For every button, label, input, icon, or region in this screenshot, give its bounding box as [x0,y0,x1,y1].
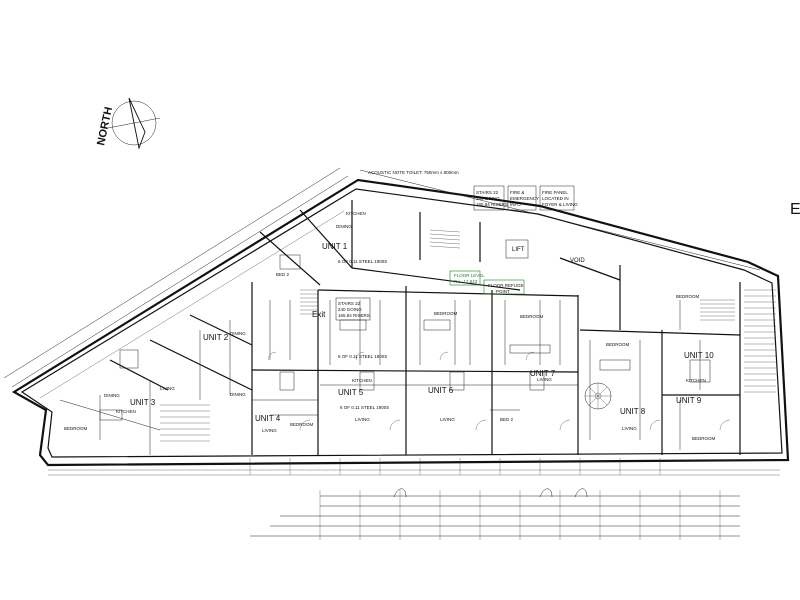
unit6-label: UNIT 6 [428,386,454,395]
bedroom-label-5: BEDROOM [606,342,630,347]
living-label-3: LIVING [355,417,370,422]
lift-label: LIFT [512,247,525,253]
bedroom-label-6: BEDROOM [676,294,700,299]
unit3-label: UNIT 3 [130,398,156,407]
dimension-lines [250,488,740,540]
steel-note-1: 6 OF 0.11 STEEL 1900S [338,259,387,264]
living-label-1: LIVING [160,386,175,391]
living-label-4: LIVING [440,417,455,422]
stairs-mid-2: 240 GOING [338,307,362,312]
stair-hatch [160,229,776,442]
stairs-note-2: 240 GOING [476,196,500,201]
living-label-2: LIVING [262,428,277,433]
room-labels: ACOUSTIC NOTE TOILET: 750mm x 800mm STAI… [64,170,800,441]
kitchen-label-3: KITCHEN [352,378,372,383]
steel-note-2: 6 OF 0.11 STEEL 1900S [338,354,387,359]
bedroom-label-4: BEDROOM [520,314,544,319]
stairs-mid-1: STAIRS 22 [338,301,361,306]
dining-label-3: DINING [104,393,120,398]
dining-label-4: DINING [230,392,246,397]
void-label: VOID [570,258,585,264]
stairs-note: STAIRS 22 [476,190,499,195]
unit5-label: UNIT 5 [338,388,364,397]
fire-panel-1: FIRE PANEL [542,190,568,195]
building-outline [3,167,790,467]
unit2-label: UNIT 2 [203,333,229,342]
note-boxes [335,185,575,321]
unit7-label: UNIT 7 [530,369,556,378]
unit10-label: UNIT 10 [684,351,714,360]
bed2-label-1: BED 2 [276,272,290,277]
stairs-note-3: 165.84 RISERS [476,202,508,207]
stairs-mid-3: 165.84 RISERS [338,313,370,318]
dining-label-2: DINING [230,331,246,336]
party-walls [109,200,741,455]
bed2-label-2: BED 2 [500,417,514,422]
front-balcony [48,458,780,476]
interior-detail [59,254,731,455]
kitchen-label-2: KITCHEN [116,409,136,414]
bedroom-label-7: BEDROOM [692,436,716,441]
fire-panel-2: LOCATED IN [542,196,569,201]
fire-panel-3: FOYER & LIVING [542,202,578,207]
unit4-label: UNIT 4 [255,414,281,423]
unit9-label: UNIT 9 [676,396,702,405]
bedroom-label-2: BEDROOM [290,422,314,427]
page-letter: E [790,201,800,218]
fire-note-2: EMERGENCY [510,196,539,201]
bedroom-label-3: BEDROOM [434,311,458,316]
floor-refuge-point: POINT [496,289,510,294]
unit1-label: UNIT 1 [322,242,348,251]
kitchen-label-4: KITCHEN [686,378,706,383]
kitchen-label-1: KITCHEN [346,211,366,216]
unit8-label: UNIT 8 [620,407,646,416]
north-arrow: NORTH [95,97,161,150]
bedroom-label-1: BEDROOM [64,426,88,431]
living-label-5: LIVING [537,377,552,382]
dining-label-1: DINING [336,224,352,229]
floor-level-value: R.L. 12.843 [454,279,478,284]
living-label-6: LIVING [622,426,637,431]
exit-label: Exit [312,310,326,319]
fire-note-1: FIRE & [510,190,525,195]
floor-level-label: FLOOR LEVEL [454,273,485,278]
top-note: ACOUSTIC NOTE TOILET: 750mm x 800mm [368,170,459,175]
steel-note-3: 6 OF 0.11 STEEL 1900S [340,405,389,410]
floor-refuge-label: FLOOR REFUGE [488,283,524,288]
fire-note-3: INFO [510,202,521,207]
